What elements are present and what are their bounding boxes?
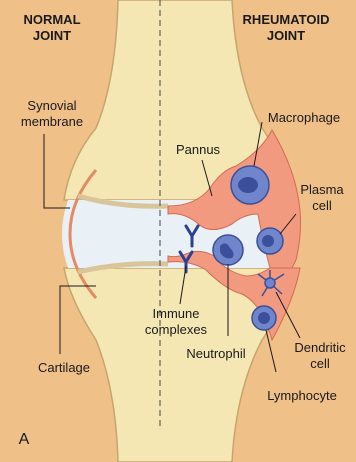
label-dendritic-line2: cell xyxy=(310,356,330,371)
label-plasma-line1: Plasma xyxy=(300,182,344,197)
label-pannus: Pannus xyxy=(176,142,221,157)
lymphocyte-cell xyxy=(252,306,276,330)
label-neutrophil: Neutrophil xyxy=(186,346,245,361)
label-macrophage: Macrophage xyxy=(268,110,340,125)
label-immune-line1: Immune xyxy=(153,306,200,321)
plasma-cell-shape xyxy=(257,228,283,254)
label-cartilage: Cartilage xyxy=(38,360,90,375)
heading-normal-line1: NORMAL xyxy=(23,12,80,27)
label-immune-line2: complexes xyxy=(145,322,208,337)
heading-rheumatoid-line2: JOINT xyxy=(267,28,305,43)
heading-normal-line2: JOINT xyxy=(33,28,71,43)
label-lymphocyte: Lymphocyte xyxy=(267,388,337,403)
heading-rheumatoid-line1: RHEUMATOID xyxy=(243,12,330,27)
neutrophil-cell xyxy=(213,235,243,265)
label-synovial-line1: Synovial xyxy=(27,98,76,113)
label-dendritic-line1: Dendritic xyxy=(294,340,346,355)
label-plasma-line2: cell xyxy=(312,198,332,213)
label-synovial-line2: membrane xyxy=(21,114,83,129)
macrophage-cell xyxy=(231,166,269,204)
panel-letter: A xyxy=(19,431,30,448)
